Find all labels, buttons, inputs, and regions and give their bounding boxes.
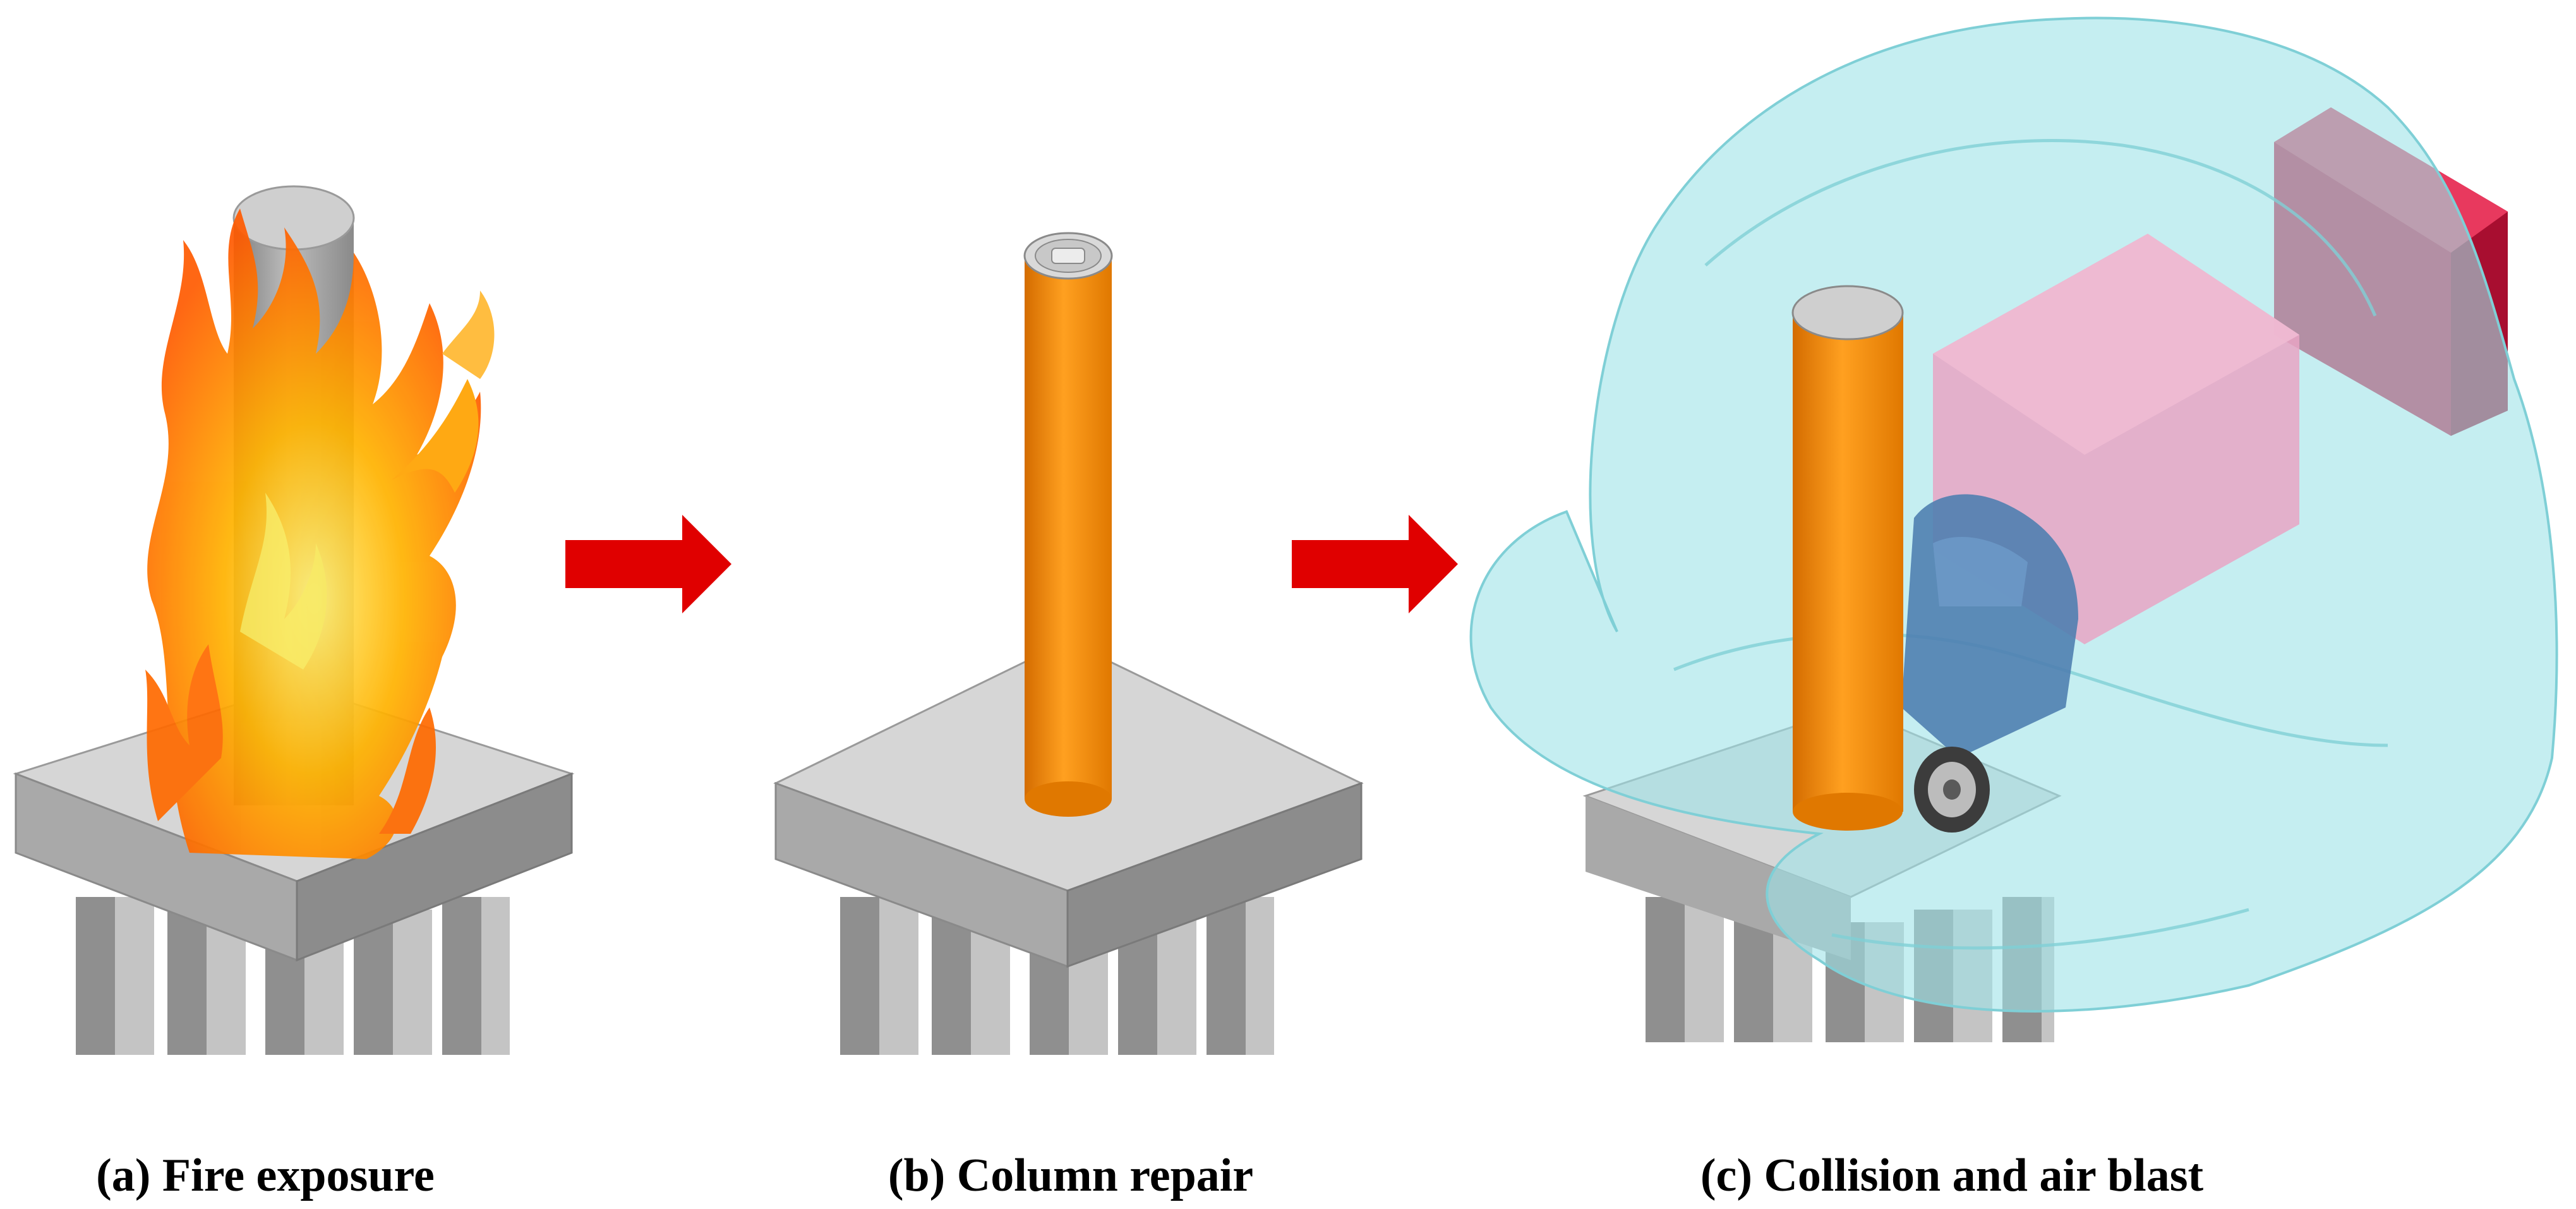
panel-c-column — [1791, 285, 1904, 831]
arrow-b-to-c — [1292, 515, 1458, 613]
panel-a-fire-exposure — [13, 185, 575, 1055]
arrow-right-icon — [565, 515, 731, 613]
panel-b-repaired-column — [1023, 232, 1113, 817]
fire-flames — [145, 208, 495, 859]
arrow-right-icon — [1292, 515, 1458, 613]
panel-c-collision-air-blast — [1469, 16, 2558, 1042]
panel-b-column-repair — [773, 232, 1364, 1055]
truck-wheel — [1914, 747, 1990, 833]
arrow-a-to-b — [565, 515, 731, 613]
panel-b-piles — [840, 897, 1274, 1055]
caption-b: (b) Column repair — [888, 1150, 1253, 1201]
caption-a: (a) Fire exposure — [96, 1150, 435, 1201]
caption-c: (c) Collision and air blast — [1700, 1150, 2204, 1201]
truck-cab — [1901, 494, 2078, 758]
